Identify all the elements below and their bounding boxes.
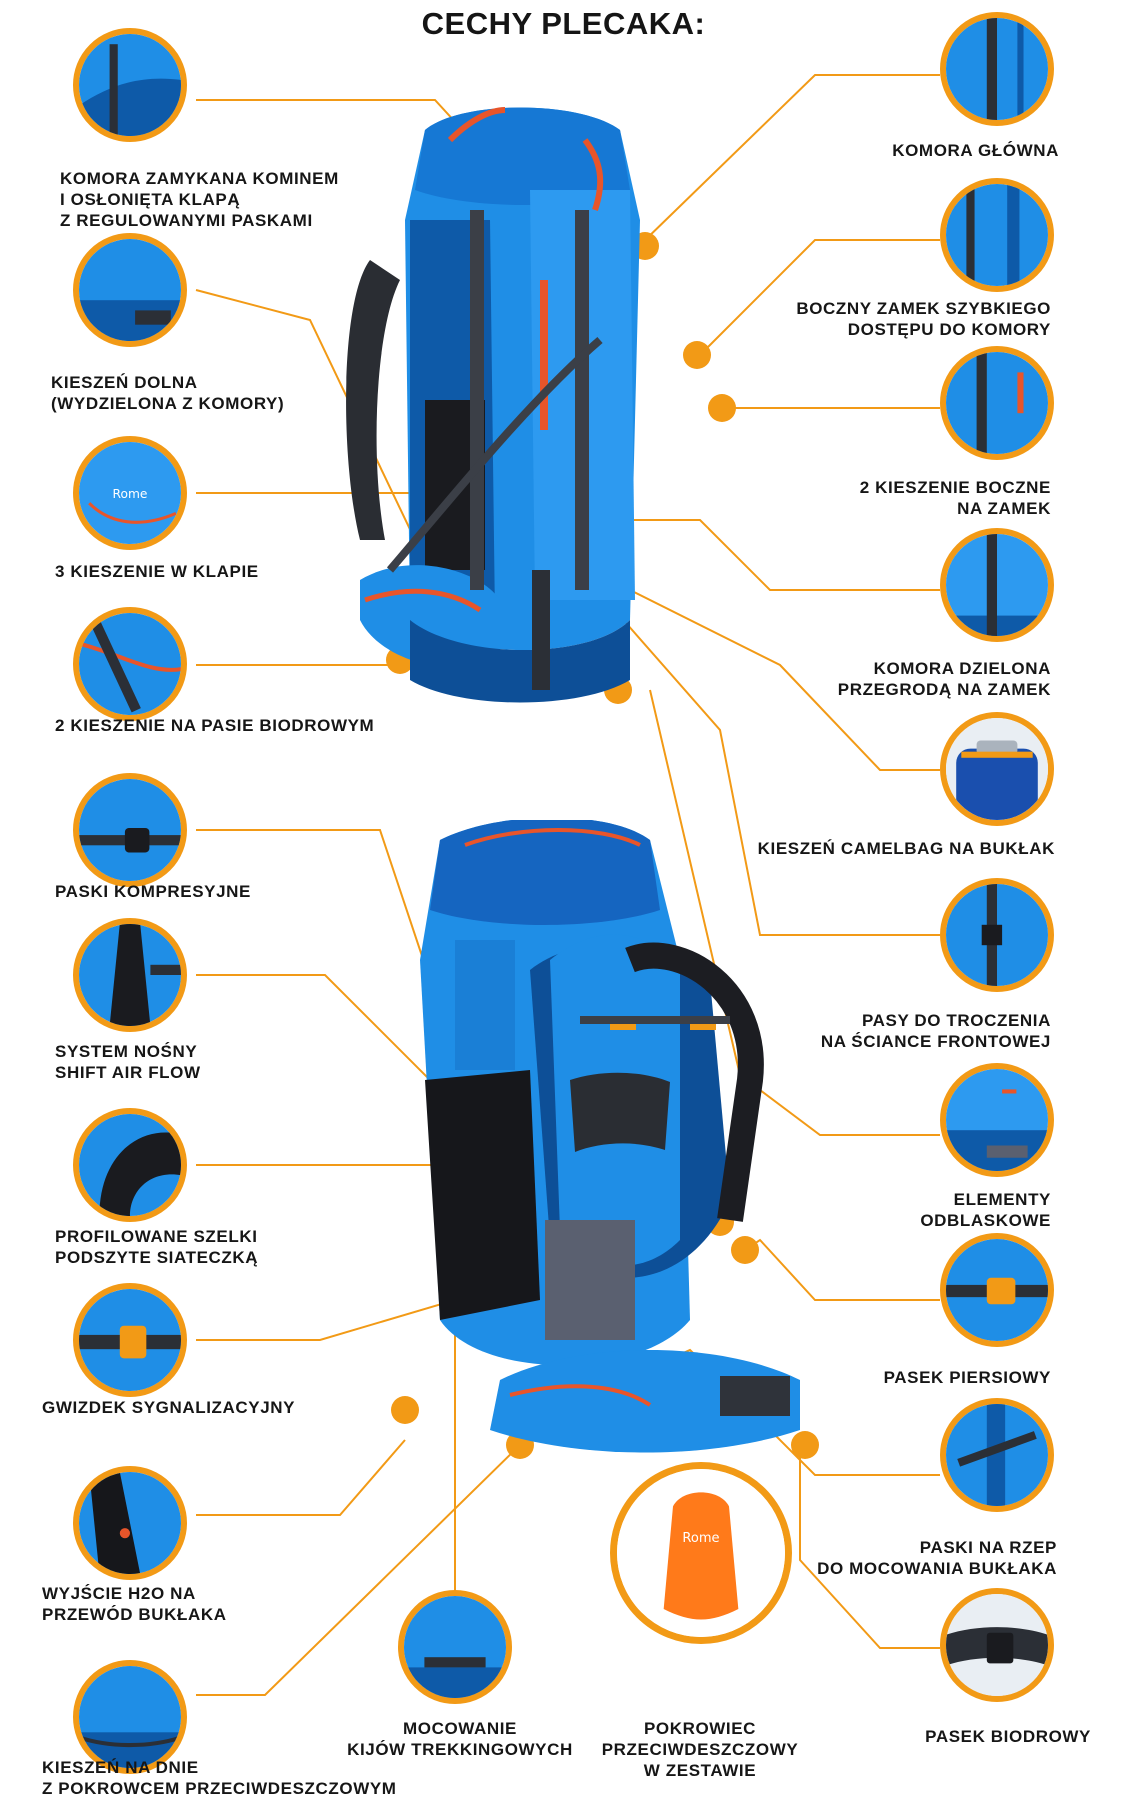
thumb-kieszenie-klapa: Rome bbox=[73, 436, 187, 550]
thumb-camelbag bbox=[940, 712, 1054, 826]
label-pasy-troczenia: PASY DO TROCZENIA NA ŚCIANCE FRONTOWEJ bbox=[820, 1011, 1051, 1051]
label-szelki: PROFILOWANE SZELKI PODSZYTE SIATECZKĄ bbox=[55, 1227, 259, 1267]
thumb-komora-komin bbox=[73, 28, 187, 142]
hotspot bbox=[731, 1236, 759, 1264]
thumb-kieszenie-boczne bbox=[940, 346, 1054, 460]
label-pasek-biodrowy: PASEK BIODROWY bbox=[925, 1727, 1091, 1746]
label-kieszen-dno: KIESZEŃ NA DNIE Z POKROWCEM PRZECIWDESZC… bbox=[42, 1758, 397, 1798]
label-pokrowiec: POKROWIEC PRZECIWDESZCZOWY W ZESTAWIE bbox=[601, 1719, 799, 1780]
label-boczny-zamek: BOCZNY ZAMEK SZYBKIEGO DOSTĘPU DO KOMORY bbox=[796, 299, 1051, 339]
svg-text:Rome: Rome bbox=[113, 487, 148, 501]
thumb-pasek-piersiowy bbox=[940, 1233, 1054, 1347]
label-komora-komin: KOMORA ZAMYKANA KOMINEM I OSŁONIĘTA KLAP… bbox=[60, 169, 339, 230]
label-kieszen-dolna: KIESZEŃ DOLNA (WYDZIELONA Z KOMORY) bbox=[51, 373, 285, 413]
hotspot bbox=[683, 341, 711, 369]
label-gwizdek: GWIZDEK SYGNALIZACYJNY bbox=[42, 1398, 296, 1417]
label-kieszenie-boczne: 2 KIESZENIE BOCZNE NA ZAMEK bbox=[859, 478, 1051, 518]
label-mocowanie-kijow: MOCOWANIE KIJÓW TREKKINGOWYCH bbox=[347, 1719, 573, 1759]
thumb-szelki bbox=[73, 1108, 187, 1222]
thumb-odblaskowe bbox=[940, 1063, 1054, 1177]
page-title: CECHY PLECAKA: bbox=[421, 6, 706, 41]
thumb-boczny-zamek bbox=[940, 178, 1054, 292]
label-wyjscie-h2o: WYJŚCIE H2O NA PRZEWÓD BUKŁAKA bbox=[42, 1584, 227, 1624]
thumb-paski-rzep bbox=[940, 1398, 1054, 1512]
label-komora-dzielona: KOMORA DZIELONA PRZEGRODĄ NA ZAMEK bbox=[837, 659, 1051, 699]
hotspot bbox=[791, 1431, 819, 1459]
thumb-pasy-troczenia bbox=[940, 878, 1054, 992]
label-paski-rzep: PASKI NA RZEP DO MOCOWANIA BUKŁAKA bbox=[817, 1538, 1057, 1578]
hotspot bbox=[391, 1396, 419, 1424]
logo-text: Rome bbox=[682, 1531, 719, 1546]
thumb-kieszenie-pas bbox=[73, 607, 187, 721]
thumb-kieszen-dolna bbox=[73, 233, 187, 347]
label-komora-glowna: KOMORA GŁÓWNA bbox=[892, 141, 1059, 160]
thumb-wyjscie-h2o bbox=[73, 1466, 187, 1580]
thumb-paski-kompresyjne bbox=[73, 773, 187, 887]
thumb-mocowanie-kijow bbox=[398, 1590, 512, 1704]
thumb-pasek-biodrowy bbox=[940, 1588, 1054, 1702]
thumb-system-nosny bbox=[73, 918, 187, 1032]
label-kieszenie-klapa: 3 KIESZENIE W KLAPIE bbox=[55, 562, 259, 581]
label-system-nosny: SYSTEM NOŚNY SHIFT AIR FLOW bbox=[55, 1042, 201, 1082]
backpack-front-illustration bbox=[346, 107, 640, 703]
backpack-back-illustration bbox=[420, 820, 800, 1453]
thumb-pokrowiec: Rome bbox=[610, 1462, 792, 1644]
thumb-komora-dzielona bbox=[940, 528, 1054, 642]
thumb-gwizdek bbox=[73, 1283, 187, 1397]
thumb-kieszen-dno bbox=[73, 1660, 187, 1774]
hotspot bbox=[708, 394, 736, 422]
thumb-komora-glowna bbox=[940, 12, 1054, 126]
label-paski-kompresyjne: PASKI KOMPRESYJNE bbox=[55, 882, 251, 901]
label-odblaskowe: ELEMENTY ODBLASKOWE bbox=[920, 1190, 1051, 1230]
label-camelbag: KIESZEŃ CAMELBAG NA BUKŁAK bbox=[757, 839, 1055, 858]
label-pasek-piersiowy: PASEK PIERSIOWY bbox=[883, 1368, 1051, 1387]
label-kieszenie-pas: 2 KIESZENIE NA PASIE BIODROWYM bbox=[55, 716, 375, 735]
